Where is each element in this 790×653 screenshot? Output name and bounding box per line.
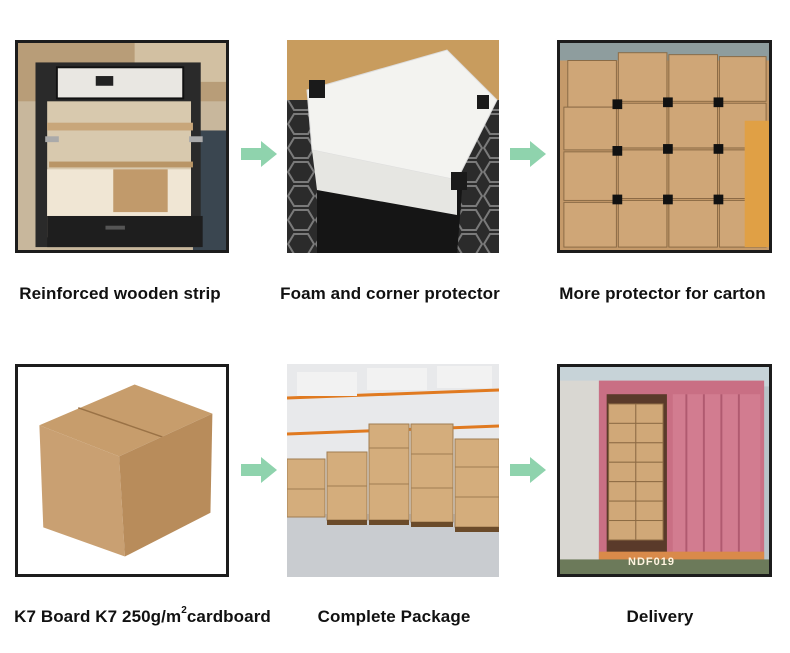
caption-k7-cardboard-tail: cardboard bbox=[186, 607, 271, 626]
photo-reinforced-wooden-strip bbox=[15, 40, 229, 253]
caption-k7-cardboard: K7 Board K7 250g/m2cardboard bbox=[0, 605, 285, 627]
caption-delivery: Delivery bbox=[626, 607, 694, 626]
photo-warehouse-complete-package bbox=[287, 364, 499, 577]
caption-reinforced-wooden-strip: Reinforced wooden strip bbox=[19, 284, 221, 303]
arrow-right-icon bbox=[241, 457, 277, 483]
caption-complete-package: Complete Package bbox=[317, 607, 471, 626]
photo-delivery-container: NDF019 bbox=[557, 364, 772, 577]
arrow-right-icon bbox=[510, 457, 546, 483]
photo-foam-corner-protector bbox=[287, 40, 499, 253]
container-marking: NDF019 bbox=[628, 556, 675, 568]
caption-carton-protector: More protector for carton bbox=[559, 284, 766, 303]
arrow-right-icon bbox=[241, 141, 277, 167]
photo-k7-cardboard-box bbox=[15, 364, 229, 577]
caption-k7-cardboard-main: K7 Board K7 250g/m bbox=[14, 607, 182, 626]
caption-k7-cardboard-sup: 2 bbox=[181, 605, 187, 617]
caption-foam-corner-protector: Foam and corner protector bbox=[280, 284, 500, 303]
photo-carton-protector bbox=[557, 40, 772, 253]
arrow-right-icon bbox=[510, 141, 546, 167]
